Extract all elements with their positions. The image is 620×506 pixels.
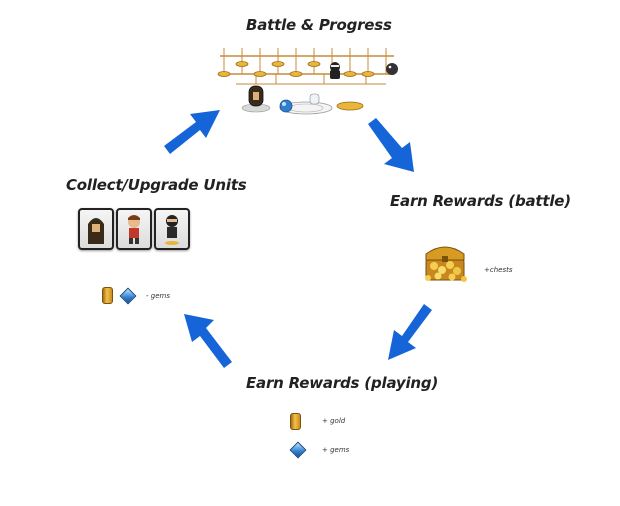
- gems-reward-label: + gems: [322, 446, 350, 454]
- chests-reward-label: +chests: [484, 266, 513, 274]
- gold-coin-icon: [102, 287, 113, 304]
- cycle-arrow-icon: [388, 304, 432, 360]
- gem-icon: [119, 287, 137, 305]
- cycle-arrow-icon: [184, 314, 232, 368]
- unit-card-ninja: [154, 208, 190, 250]
- cycle-arrow-icon: [368, 118, 414, 172]
- earn-rewards-battle-title: Earn Rewards (battle): [390, 192, 571, 210]
- gold-reward-label: + gold: [322, 417, 346, 425]
- ninja-unit-icon: [165, 215, 179, 245]
- adventurer-unit-icon: [128, 215, 140, 244]
- treasure-chest-icon: [425, 246, 467, 282]
- unit-card-hooded: [78, 208, 114, 250]
- battle-map-illustration: [217, 48, 398, 115]
- gold-coin-icon: [290, 413, 301, 430]
- collect-upgrade-units-title: Collect/Upgrade Units: [66, 176, 247, 194]
- hooded-unit-icon: [88, 218, 104, 244]
- gem-icon: [289, 441, 307, 459]
- gems-cost-label: - gems: [146, 292, 170, 300]
- battle-progress-title: Battle & Progress: [246, 16, 392, 34]
- cycle-arrow-icon: [164, 110, 220, 154]
- unit-card-adventurer: [116, 208, 152, 250]
- earn-rewards-playing-title: Earn Rewards (playing): [246, 374, 439, 392]
